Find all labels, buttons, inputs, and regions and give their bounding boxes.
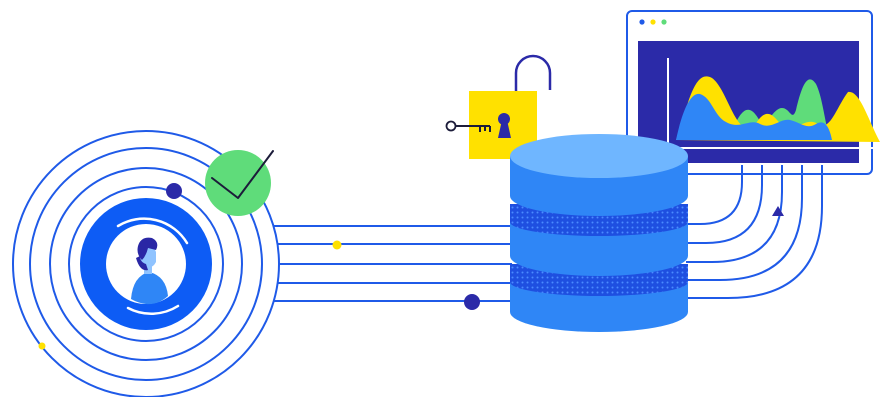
dot-navy-line — [464, 294, 480, 310]
connection-lines-left — [274, 225, 512, 302]
checkmark-icon — [205, 150, 274, 216]
dot-yellow-line — [332, 240, 342, 250]
orbit-ring-3 — [49, 167, 243, 361]
dot-yellow-bottom — [38, 342, 46, 350]
dot-navy-top — [166, 183, 182, 199]
arrow-up-icon — [772, 206, 784, 216]
chart-window-icon — [626, 10, 884, 175]
database-icon — [510, 134, 688, 332]
user-avatar-icon — [80, 198, 212, 330]
key-icon — [445, 120, 491, 132]
connection-lines-right — [686, 165, 823, 299]
orbit-ring-4 — [68, 186, 224, 342]
orbit-ring-2 — [29, 147, 263, 381]
